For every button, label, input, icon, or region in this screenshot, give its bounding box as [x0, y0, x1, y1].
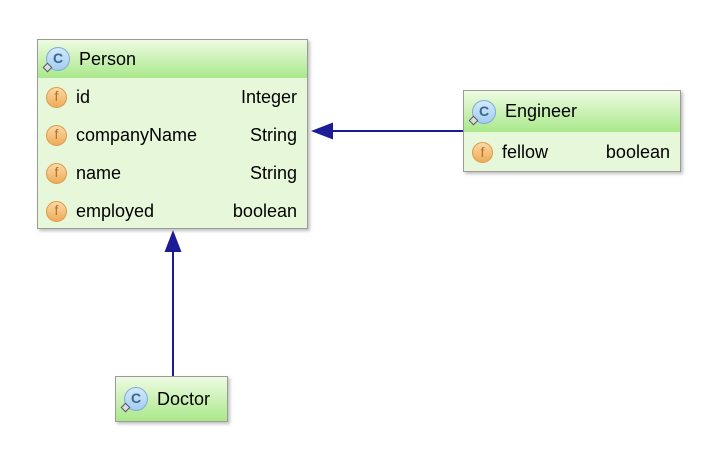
field-name: name [76, 162, 122, 183]
field-icon-letter: f [54, 202, 59, 218]
class-icon-letter: C [52, 50, 64, 66]
field-icon: f [46, 200, 67, 222]
class-node-person[interactable]: C Person f id Integer f companyName Stri… [37, 39, 308, 229]
class-icon-letter: C [130, 390, 142, 406]
field-row-fellow[interactable]: f fellow boolean [464, 132, 680, 173]
class-node-engineer[interactable]: C Engineer f fellow boolean [463, 90, 681, 172]
class-header: C Person [38, 40, 307, 78]
class-icon: C [468, 99, 496, 125]
field-icon: f [46, 162, 67, 184]
field-icon-letter: f [54, 126, 59, 142]
arrow-head [164, 230, 182, 252]
field-row-companyName[interactable]: f companyName String [38, 116, 307, 154]
class-icon-diamond [42, 62, 53, 73]
field-icon: f [472, 142, 493, 163]
arrow-head [311, 122, 333, 140]
field-icon: f [46, 124, 67, 146]
field-type: String [249, 124, 297, 145]
field-type: String [249, 162, 297, 183]
field-type: boolean [605, 142, 670, 162]
field-row-id[interactable]: f id Integer [38, 78, 307, 116]
field-icon-letter: f [480, 143, 485, 160]
field-name: employed [76, 200, 155, 221]
class-icon-diamond [120, 402, 131, 413]
field-row-name[interactable]: f name String [38, 154, 307, 192]
field-type: Integer [240, 86, 297, 107]
class-name: Engineer [505, 101, 578, 121]
field-icon-letter: f [54, 164, 59, 180]
field-name: id [76, 86, 91, 107]
field-icon-letter: f [54, 88, 59, 104]
class-header: C Engineer [464, 91, 680, 132]
class-icon: C [42, 47, 70, 73]
class-icon-diamond [468, 115, 479, 125]
field-name: companyName [76, 124, 198, 145]
field-name: fellow [502, 142, 549, 162]
field-type: boolean [232, 200, 297, 221]
class-name: Doctor [157, 388, 211, 409]
class-icon: C [120, 387, 148, 413]
field-row-employed[interactable]: f employed boolean [38, 192, 307, 230]
class-icon-letter: C [478, 102, 490, 119]
class-header: C Doctor [116, 377, 227, 421]
class-node-doctor[interactable]: C Doctor [115, 376, 228, 422]
class-name: Person [79, 48, 137, 69]
field-icon: f [46, 86, 67, 108]
inheritance-arrow-doctor-to-person[interactable] [164, 230, 182, 376]
inheritance-arrow-engineer-to-person[interactable] [311, 122, 463, 140]
